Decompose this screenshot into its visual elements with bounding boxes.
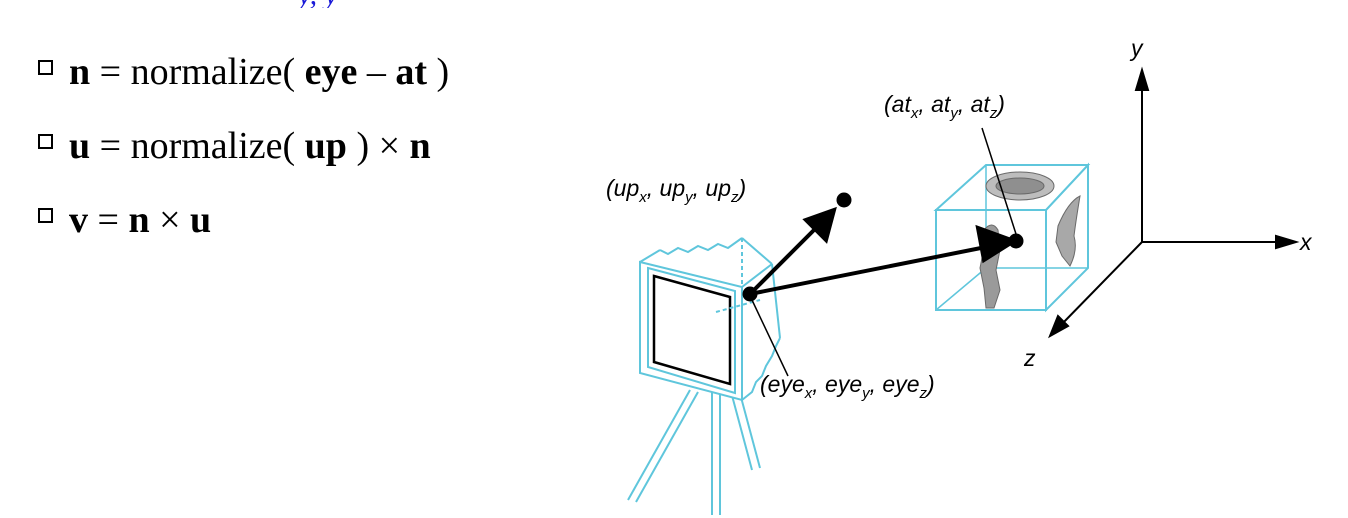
bullet-list: n = normalize( eye – at ) u = normalize(… (38, 48, 449, 270)
at-label: (atx, aty, atz) (884, 91, 1005, 122)
term: up (304, 125, 347, 167)
term: at (395, 51, 428, 93)
eye-to-at-vector (749, 224, 1019, 296)
text: = normalize( (90, 125, 305, 167)
text: – (357, 51, 396, 93)
axis-y-label: y (1129, 35, 1144, 61)
up-label: (upx, upy, upz) (606, 175, 746, 206)
square-bullet-icon (38, 59, 53, 75)
up-vector (748, 206, 837, 296)
bullet-n-definition: n = normalize( eye – at ) (38, 48, 449, 96)
tripod (627, 385, 761, 515)
term: n (69, 51, 91, 93)
text: = normalize( (90, 51, 305, 93)
header-fragment: y, y (298, 0, 418, 8)
eye-point (742, 286, 758, 302)
camera (639, 237, 781, 402)
at-leader-line (981, 127, 1017, 235)
camera-view-diagram: (atx, aty, atz) (upx, upy, upz) (eyex, e… (606, 35, 1313, 515)
object-cube (933, 162, 1091, 313)
axis-z-label: z (1023, 345, 1036, 371)
axis-x-label: x (1299, 229, 1313, 255)
term: n (128, 199, 150, 241)
eye-leader-line (751, 299, 789, 377)
term: n (409, 125, 431, 167)
text: × (149, 199, 191, 241)
term: eye (304, 51, 358, 93)
square-bullet-icon (38, 133, 53, 149)
at-point (1008, 233, 1024, 249)
term: u (190, 199, 212, 241)
term: v (69, 199, 88, 241)
text: ) (427, 51, 450, 93)
up-point (836, 192, 852, 208)
text: ) × (346, 125, 410, 167)
bullet-u-definition: u = normalize( up ) × n (38, 122, 449, 170)
square-bullet-icon (38, 207, 53, 223)
world-axes (1048, 66, 1300, 339)
eye-label: (eyex, eyey, eyez) (760, 371, 935, 402)
term: u (69, 125, 91, 167)
bullet-v-definition: v = n × u (38, 196, 449, 244)
text: = (88, 199, 129, 241)
